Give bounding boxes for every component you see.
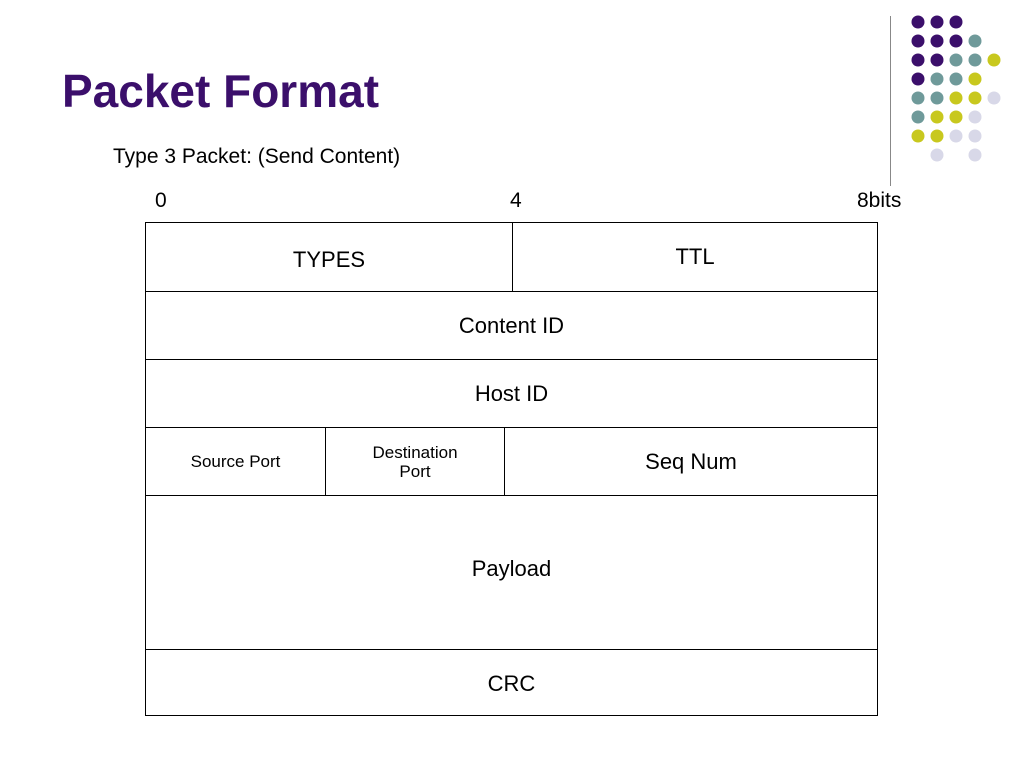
decorative-dot — [949, 15, 963, 29]
decorative-dot — [949, 34, 963, 48]
decorative-dot — [968, 148, 982, 162]
field-types: TYPES — [146, 223, 513, 291]
decorative-dot — [911, 34, 925, 48]
decorative-dot — [930, 148, 944, 162]
decorative-dot — [930, 129, 944, 143]
decorative-dot — [949, 110, 963, 124]
decorative-dot — [930, 53, 944, 67]
bit-scale-end: 8bits — [857, 189, 902, 212]
decorative-dot — [930, 34, 944, 48]
decorative-dot — [949, 72, 963, 86]
packet-row-host-id: Host ID — [146, 359, 877, 427]
packet-row-payload: Payload — [146, 495, 877, 649]
decorative-dot — [987, 91, 1001, 105]
field-destination-port: Destination Port — [326, 428, 505, 495]
decorative-dot-grid — [911, 15, 1001, 162]
decorative-dot — [949, 129, 963, 143]
decorative-dot — [930, 91, 944, 105]
decorative-dot — [968, 129, 982, 143]
decorative-dot — [930, 110, 944, 124]
decorative-dot — [930, 72, 944, 86]
decorative-dot — [911, 15, 925, 29]
decorative-dot — [949, 53, 963, 67]
field-host-id: Host ID — [474, 380, 549, 406]
packet-diagram: TYPES TTL Content ID Host ID Source Port… — [145, 222, 878, 716]
packet-row-crc: CRC — [146, 649, 877, 715]
packet-row-ports: Source Port Destination Port Seq Num — [146, 427, 877, 495]
decorative-dot — [911, 110, 925, 124]
packet-row-header: TYPES TTL — [146, 223, 877, 291]
packet-row-content-id: Content ID — [146, 291, 877, 359]
page-title: Packet Format — [62, 65, 380, 117]
decorative-dot — [968, 34, 982, 48]
field-ttl: TTL — [675, 244, 715, 269]
decorative-dot — [911, 72, 925, 86]
decorative-dot — [911, 91, 925, 105]
decorative-dot — [968, 110, 982, 124]
decorative-dot — [968, 91, 982, 105]
decorative-dot — [968, 53, 982, 67]
field-source-port: Source Port — [146, 428, 326, 495]
bit-scale-start: 0 — [155, 189, 167, 212]
page-subtitle: Type 3 Packet: (Send Content) — [113, 145, 401, 168]
field-payload: Payload — [471, 555, 552, 581]
decorative-dot — [911, 53, 925, 67]
field-seq-num: Seq Num — [645, 448, 737, 474]
decorative-dot — [911, 129, 925, 143]
field-crc: CRC — [487, 670, 536, 696]
decorative-dot — [949, 91, 963, 105]
bit-scale-mid: 4 — [510, 189, 522, 212]
decorative-dot — [968, 72, 982, 86]
decorative-dot — [930, 15, 944, 29]
decorative-divider — [890, 16, 891, 186]
field-content-id: Content ID — [458, 312, 565, 338]
decorative-dot — [987, 53, 1001, 67]
